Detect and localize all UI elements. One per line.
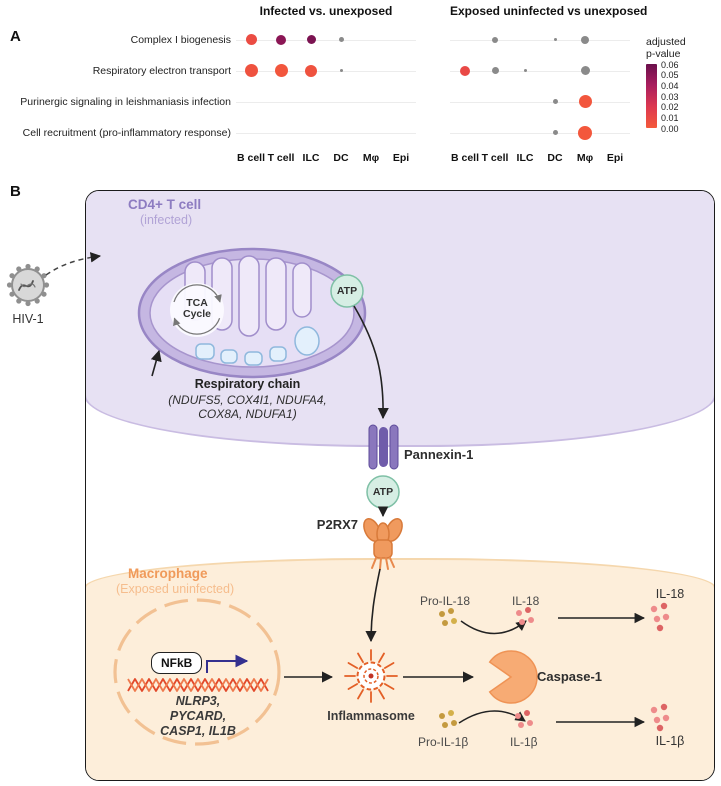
- hiv-virion-icon: [6, 263, 50, 307]
- row-gridline: [236, 101, 416, 103]
- atp-released-label: ATP: [372, 486, 394, 498]
- dot-T cell-row1: [491, 67, 499, 74]
- dot-Mφ-row3: [578, 125, 592, 140]
- nucleus-gene-list: NLRP3, PYCARD, CASP1, IL1B: [140, 694, 256, 739]
- legend-tick: 0.02: [661, 102, 679, 113]
- cell-type-label: B cell: [236, 152, 265, 164]
- row-gridline: [236, 39, 416, 41]
- cell-type-label: Mφ: [576, 152, 594, 164]
- dot-DC-row1: [339, 69, 343, 72]
- nfkb-label: NFkB: [151, 652, 203, 674]
- panel-b-label: B: [10, 183, 21, 200]
- row-gridline: [236, 132, 416, 134]
- pvalue-colorbar: [646, 64, 657, 128]
- hiv-label: HIV-1: [12, 312, 44, 326]
- row-gridline: [450, 70, 630, 72]
- dotplot-exposed: [450, 24, 630, 148]
- p2rx7-label: P2RX7: [316, 517, 358, 532]
- dot-B cell-row0: [245, 34, 257, 45]
- macrophage-subtitle: (Exposed uninfected): [116, 582, 235, 596]
- pathway-label: Cell recruitment (pro-inflammatory respo…: [22, 126, 231, 139]
- dot-DC-row2: [552, 99, 558, 104]
- plot-title-exposed: Exposed uninfected vs unexposed: [450, 4, 648, 18]
- legend-title-line2: p-value: [646, 48, 681, 60]
- panel-a-label: A: [10, 28, 21, 45]
- resp-chain-genes: (NDUFS5, COX4I1, NDUFA4, COX8A, NDUFA1): [140, 393, 355, 421]
- dot-ILC-row1: [305, 64, 317, 77]
- resp-chain-genes-line2: COX8A, NDUFA1): [198, 407, 297, 421]
- plot-title-infected: Infected vs. unexposed: [259, 4, 393, 18]
- gene-line-1: NLRP3,: [175, 694, 221, 708]
- il1b-label: IL-1β: [510, 735, 538, 749]
- gene-line-2: PYCARD,: [169, 709, 227, 723]
- cell-type-label: B cell: [450, 152, 479, 164]
- cell-type-label: T cell: [267, 152, 295, 164]
- dot-B cell-row1: [244, 64, 258, 77]
- dot-B cell-row1: [460, 65, 470, 76]
- cd4-tcell-title: CD4+ T cell: [128, 197, 202, 212]
- legend-tick: 0.06: [661, 59, 679, 70]
- pathway-label: Respiratory electron transport: [92, 64, 231, 77]
- pannexin-label: Pannexin-1: [404, 447, 474, 462]
- il1b-secreted-label: IL-1β: [655, 734, 685, 748]
- cell-type-label: ILC: [516, 152, 534, 164]
- legend-tick: 0.00: [661, 123, 679, 134]
- resp-chain-genes-line1: (NDUFS5, COX4I1, NDUFA4,: [168, 393, 327, 407]
- legend-tick: 0.03: [661, 91, 679, 102]
- dot-DC-row0: [553, 38, 557, 41]
- dot-ILC-row1: [523, 69, 527, 72]
- inflammasome-label: Inflammasome: [327, 709, 415, 723]
- legend-tick: 0.05: [661, 70, 679, 81]
- legend-tick: 0.04: [661, 80, 679, 91]
- caspase-label: Caspase-1: [537, 669, 603, 684]
- legend-title: adjusted p-value: [646, 36, 686, 60]
- cell-type-label: Epi: [606, 152, 624, 164]
- dot-T cell-row0: [276, 34, 286, 45]
- row-gridline: [450, 101, 630, 103]
- macrophage-title: Macrophage: [128, 566, 208, 581]
- cell-type-label: DC: [547, 152, 563, 164]
- dot-ILC-row0: [306, 35, 316, 44]
- diagram-frame: [85, 190, 715, 781]
- cell-type-label: DC: [333, 152, 349, 164]
- cell-type-label: T cell: [481, 152, 509, 164]
- cell-type-label: Epi: [392, 152, 410, 164]
- cell-type-label: Mφ: [362, 152, 380, 164]
- dot-T cell-row0: [492, 36, 498, 43]
- atp-mito-label: ATP: [336, 285, 358, 297]
- legend-title-line1: adjusted: [646, 36, 686, 48]
- row-gridline: [236, 70, 416, 72]
- row-gridline: [450, 132, 630, 134]
- dot-DC-row3: [552, 130, 558, 135]
- il18-label: IL-18: [512, 594, 540, 608]
- gene-line-3: CASP1, IL1B: [160, 724, 236, 738]
- pro-il18-label: Pro-IL-18: [420, 594, 471, 608]
- dot-DC-row0: [338, 37, 344, 42]
- dot-Mφ-row2: [578, 95, 592, 108]
- cell-type-label: ILC: [302, 152, 320, 164]
- dotplot-infected: [236, 24, 416, 148]
- il18-secreted-label: IL-18: [655, 587, 685, 601]
- cd4-tcell-subtitle: (infected): [140, 213, 193, 227]
- legend-tick: 0.01: [661, 112, 679, 123]
- row-gridline: [450, 39, 630, 41]
- pathway-label: Purinergic signaling in leishmaniasis in…: [20, 95, 231, 108]
- dot-Mφ-row0: [581, 35, 589, 44]
- dot-T cell-row1: [274, 64, 288, 77]
- dot-Mφ-row1: [580, 66, 590, 75]
- pro-il1b-label: Pro-IL-1β: [418, 735, 469, 749]
- pathway-label: Complex I biogenesis: [130, 33, 231, 46]
- tca-cycle-label: TCA Cycle: [182, 297, 212, 320]
- resp-chain-title: Respiratory chain: [194, 377, 301, 391]
